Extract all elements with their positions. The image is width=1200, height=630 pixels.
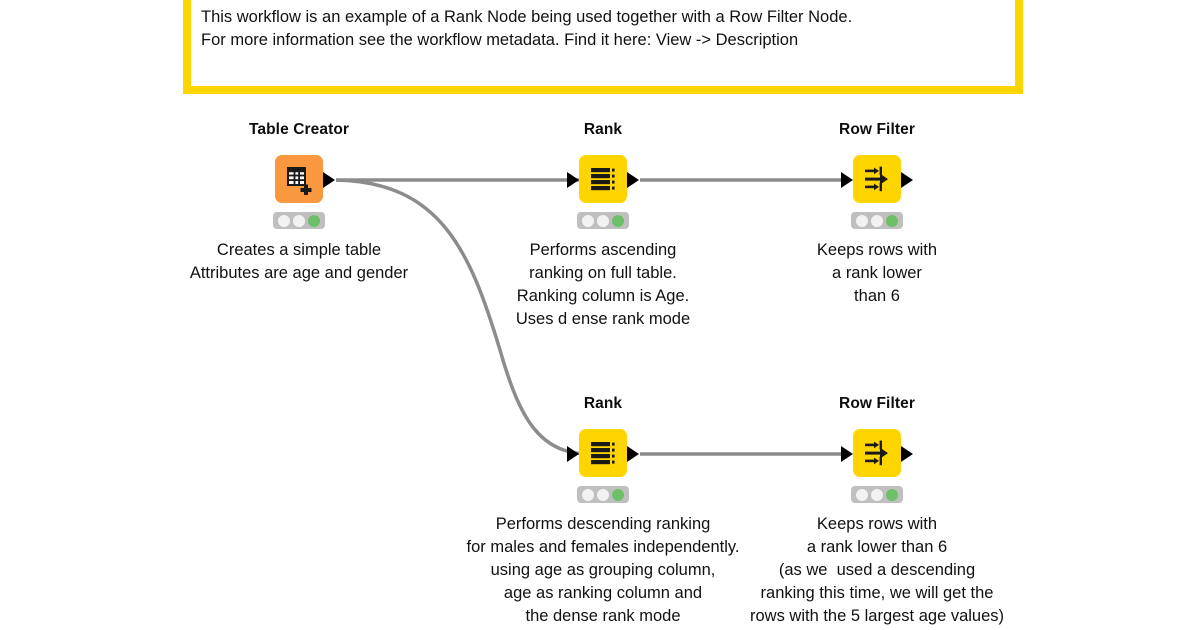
annotation-line-1: This workflow is an example of a Rank No… [201, 8, 853, 26]
node-description-row-filter-bottom: Keeps rows with a rank lower than 6 (as … [749, 515, 1005, 625]
rank-bars-icon [587, 163, 619, 195]
status-lamp-idle [856, 488, 868, 501]
status-lamp-idle [856, 214, 868, 227]
node-description-rank-top: Performs ascending ranking on full table… [515, 241, 691, 328]
node-description-row-filter-top: Keeps rows with a rank lower than 6 [816, 241, 938, 305]
status-lamp-idle [582, 214, 594, 227]
input-port-rank-bottom[interactable] [567, 446, 579, 462]
node-description-rank-bottom: Performs descending ranking for males an… [466, 515, 740, 625]
status-lamp-executed [886, 488, 898, 501]
node-body-table-creator[interactable] [275, 155, 323, 203]
status-lamp-configured [597, 488, 609, 501]
output-port-rank-top[interactable] [627, 172, 639, 188]
output-port-rank-bottom[interactable] [627, 446, 639, 462]
status-lamp-configured [871, 214, 883, 227]
node-title-rank-top: Rank [583, 121, 623, 138]
status-lamp-configured [293, 214, 305, 227]
row-filter-arrows-icon [861, 437, 893, 469]
status-lamp-idle [582, 488, 594, 501]
output-port-table-creator[interactable] [323, 172, 335, 188]
node-title-row-filter-bottom: Row Filter [839, 395, 915, 412]
status-lamp-configured [597, 214, 609, 227]
status-indicator-rank-top [577, 212, 629, 229]
input-port-row-filter-top[interactable] [841, 172, 853, 188]
input-port-row-filter-bottom[interactable] [841, 446, 853, 462]
node-description-table-creator: Creates a simple table Attributes are ag… [189, 241, 409, 282]
node-body-row-filter-top[interactable] [853, 155, 901, 203]
node-title-table-creator: Table Creator [248, 121, 350, 138]
output-port-row-filter-bottom[interactable] [901, 446, 913, 462]
status-lamp-idle [278, 214, 290, 227]
status-lamp-configured [871, 488, 883, 501]
output-port-row-filter-top[interactable] [901, 172, 913, 188]
status-lamp-executed [308, 214, 320, 227]
node-title-rank-bottom: Rank [583, 395, 623, 412]
input-port-rank-top[interactable] [567, 172, 579, 188]
status-lamp-executed [612, 488, 624, 501]
node-body-rank-top[interactable] [579, 155, 627, 203]
status-indicator-row-filter-bottom [851, 486, 903, 503]
row-filter-arrows-icon [861, 163, 893, 195]
node-title-row-filter-top: Row Filter [839, 121, 915, 138]
annotation-line-2: For more information see the workflow me… [201, 31, 799, 49]
status-indicator-row-filter-top [851, 212, 903, 229]
node-body-rank-bottom[interactable] [579, 429, 627, 477]
rank-bars-icon [587, 437, 619, 469]
node-body-row-filter-bottom[interactable] [853, 429, 901, 477]
status-lamp-executed [612, 214, 624, 227]
status-lamp-executed [886, 214, 898, 227]
status-indicator-table-creator [273, 212, 325, 229]
table-plus-icon [283, 163, 315, 195]
status-indicator-rank-bottom [577, 486, 629, 503]
workflow-annotation[interactable]: This workflow is an example of a Rank No… [183, 0, 1023, 94]
